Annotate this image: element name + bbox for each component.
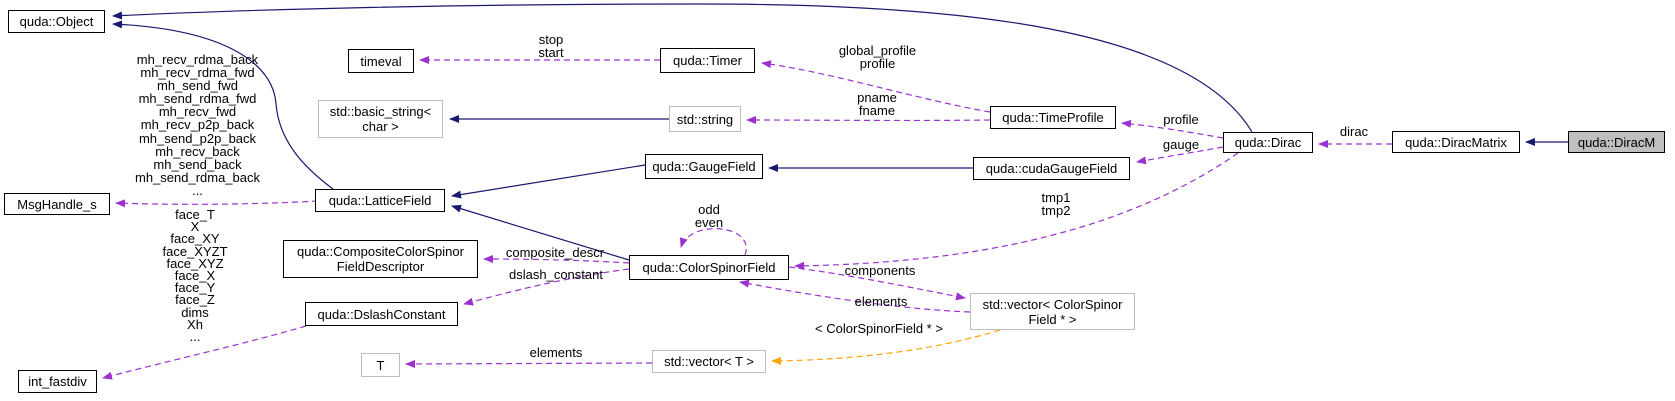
node-quda-latticefield[interactable]: quda::LatticeField [315,189,445,212]
node-quda-colorspinorfield[interactable]: quda::ColorSpinorField [629,255,789,280]
node-quda-diracmatrix[interactable]: quda::DiracMatrix [1392,131,1520,153]
edge-dirac-to-cudagaugefield [1136,146,1224,165]
edge-dirac-to-timeprofile [1121,119,1224,139]
node-quda-dslashconstant[interactable]: quda::DslashConstant [305,302,458,326]
edge-colorspinorfield-to-dslashconstant [463,268,630,306]
edge-dirac-to-colorspinorfield [794,152,1239,270]
node-timeval[interactable]: timeval [348,49,414,73]
node-quda-object[interactable]: quda::Object [8,10,105,33]
node-quda-cudagaugefield[interactable]: quda::cudaGaugeField [973,157,1130,180]
node-t[interactable]: T [361,353,400,377]
edge-vectort-to-t [405,359,653,368]
node-std-vector-t[interactable]: std::vector< T > [652,350,766,373]
node-quda-gaugefield[interactable]: quda::GaugeField [645,154,763,179]
node-quda-timer[interactable]: quda::Timer [660,48,755,73]
edge-dirac-to-object [112,3,1253,133]
edge-colorspinorfield-self-loop [679,228,747,256]
edge-latticefield-to-object [112,20,334,190]
node-quda-timeprofile[interactable]: quda::TimeProfile [990,106,1116,129]
edge-colorspinorfield-to-vector [788,266,966,301]
edge-latticefield-to-msghandle [115,199,319,208]
node-int-fastdiv[interactable]: int_fastdiv [18,370,97,393]
edge-timeprofile-to-timer [761,60,991,113]
edge-gaugefield-to-latticefield [451,164,646,199]
edge-vectorcsf-to-vectort [771,329,1001,365]
node-std-basic-string[interactable]: std::basic_string< char > [318,100,443,138]
edge-colorspinorfield-to-latticefield [451,204,630,261]
node-quda-compositecolorspinorfielddescriptor[interactable]: quda::CompositeColorSpinor FieldDescript… [283,240,478,278]
node-std-vector-colorspinorfield[interactable]: std::vector< ColorSpinor Field * > [970,293,1135,330]
edge-colorspinorfield-to-compositedescriptor [483,255,630,264]
node-std-string[interactable]: std::string [669,106,741,132]
node-quda-dirac[interactable]: quda::Dirac [1223,132,1313,153]
edge-dslashconstant-to-intfastdiv [102,325,307,380]
node-quda-diracm-current: quda::DiracM [1568,131,1665,153]
edge-vector-to-colorspinorfield [739,279,971,313]
node-msghandle-s[interactable]: MsgHandle_s [4,193,110,215]
